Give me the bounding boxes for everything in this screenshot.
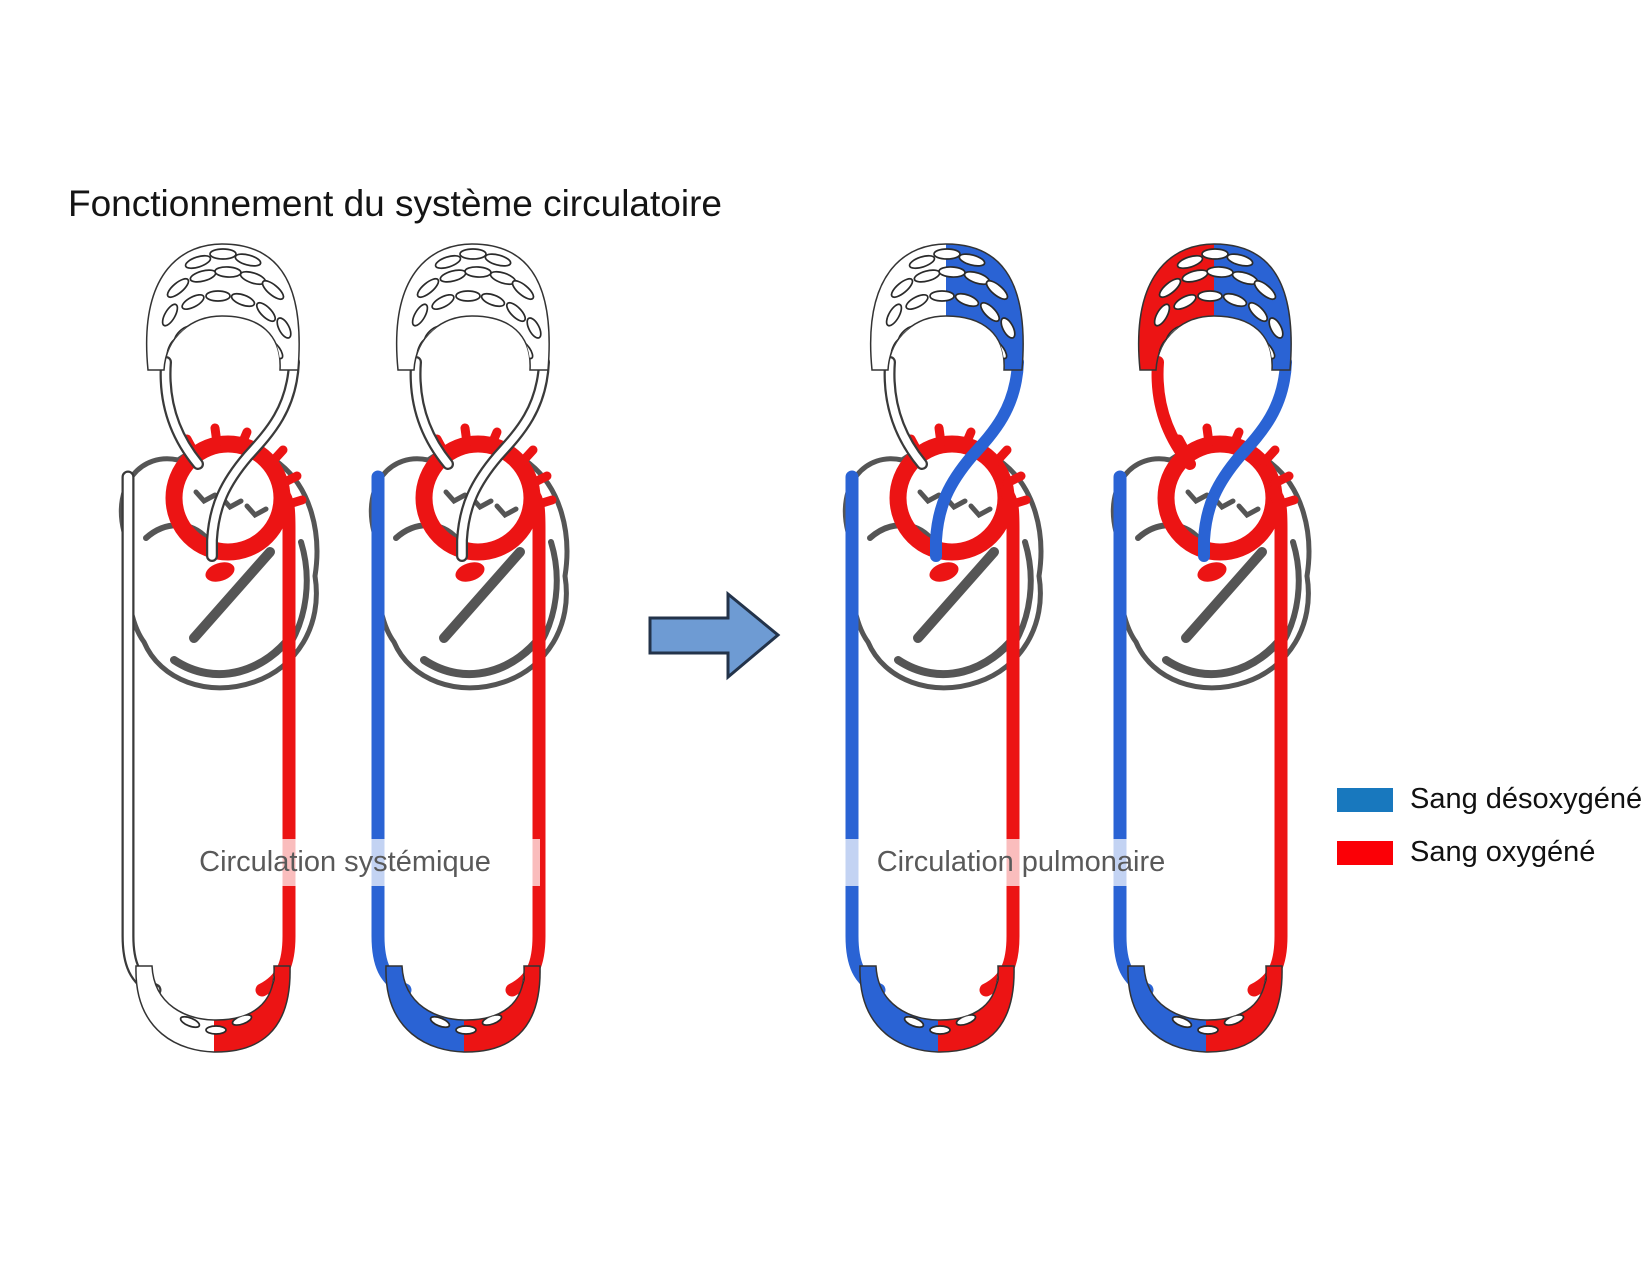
- deoxygenated-blood-label: Sang désoxygéné: [1410, 783, 1643, 815]
- caption-pulmonary-circulation: Circulation pulmonaire: [835, 839, 1207, 886]
- oxygenated-blood-swatch: [1337, 840, 1393, 865]
- circulation-diagram-pulmonary-step-2: [1100, 240, 1320, 1055]
- circulation-diagram-systemic-step-1: [108, 240, 328, 1055]
- circulation-diagram-systemic-step-2: [358, 240, 578, 1055]
- deoxygenated-blood-swatch: [1337, 787, 1393, 812]
- right-arrow-icon: [645, 588, 785, 683]
- caption-systemic-circulation: Circulation systémique: [150, 839, 540, 886]
- legend: Sang désoxygéné Sang oxygéné: [1337, 783, 1642, 869]
- page-title: Fonctionnement du système circulatoire: [68, 183, 722, 224]
- oxygenated-blood-label: Sang oxygéné: [1410, 836, 1596, 868]
- legend-item-oxygenated: Sang oxygéné: [1337, 836, 1642, 869]
- circulation-diagram-pulmonary-step-1: [832, 240, 1052, 1055]
- legend-item-deoxygenated: Sang désoxygéné: [1337, 783, 1642, 816]
